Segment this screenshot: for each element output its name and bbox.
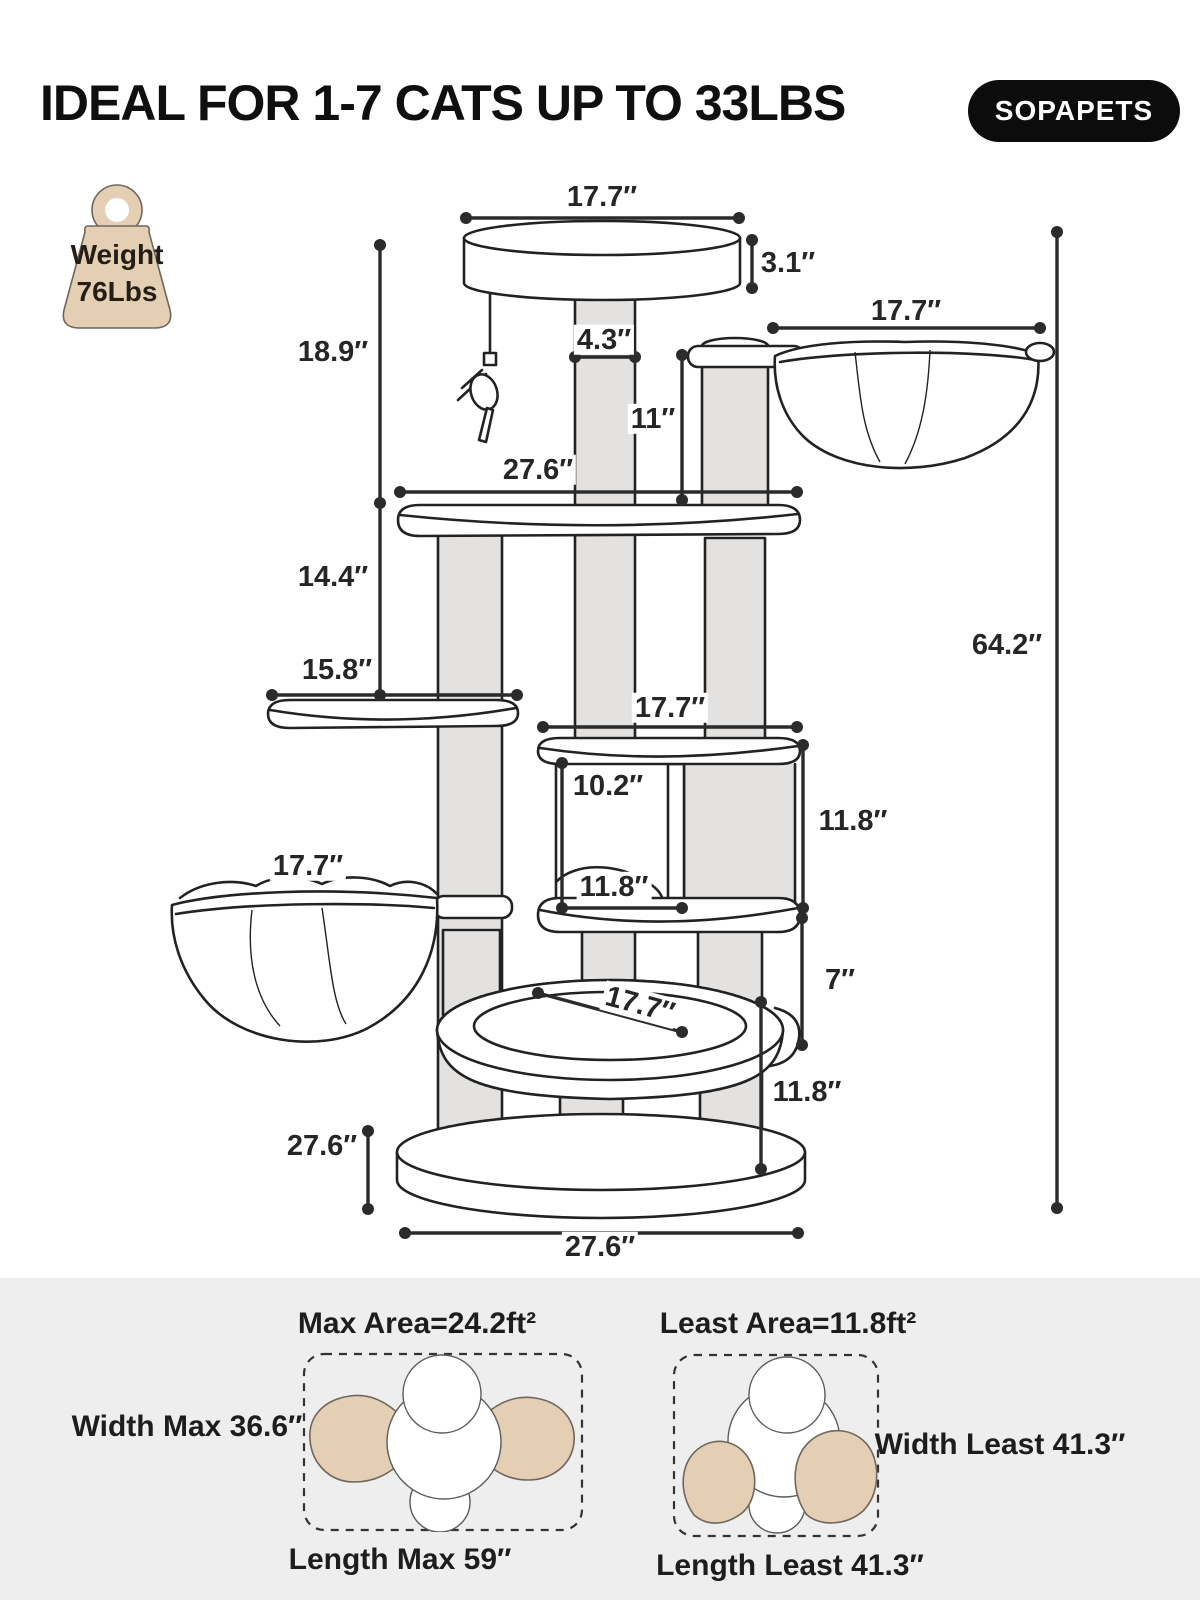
footprint-least-width: Width Least 41.3″ [874, 1428, 1126, 1461]
small-platform [266, 698, 520, 730]
footprint-max-area: Max Area=24.2ft² [297, 1307, 537, 1340]
dim-mid-height: 14.4″ [294, 561, 372, 592]
hanging-toy [456, 290, 499, 444]
dim-small-platform: 15.8″ [298, 654, 376, 685]
left-hammock [170, 876, 514, 1043]
condo [536, 736, 802, 934]
brand-name: SOPAPETS [994, 95, 1154, 126]
dim-left-hammock: 17.7″ [269, 850, 347, 881]
dim-post-width: 4.3″ [573, 324, 635, 355]
weight-icon [62, 184, 172, 329]
weight-label: Weight [70, 239, 164, 270]
dimension-lines [266, 212, 1063, 1239]
footprint-max-length: Length Max 59″ [288, 1543, 512, 1576]
brand-badge: SOPAPETS [968, 80, 1180, 142]
dim-mid-platform: 27.6″ [499, 454, 577, 485]
footprint-least-diagram [672, 1353, 880, 1538]
weight-text: Weight 76Lbs [42, 236, 192, 310]
weight-badge: Weight 76Lbs [42, 178, 192, 336]
page-title: IDEAL FOR 1-7 CATS UP TO 33LBS [40, 75, 846, 131]
dim-hammock-drop: 11″ [627, 403, 679, 434]
dim-top-width: 17.7″ [563, 181, 641, 212]
dim-top-thickness: 3.1″ [757, 247, 819, 278]
footprint-max-width: Width Max 36.6″ [71, 1410, 303, 1443]
dim-lower-height: 11.8″ [769, 1076, 845, 1107]
top-platform [462, 219, 742, 302]
dim-base-width: 27.6″ [561, 1231, 639, 1262]
dim-condo-width: 17.7″ [631, 692, 709, 723]
dim-upper-height: 18.9″ [294, 336, 372, 367]
footprint-least-length: Length Least 41.3″ [656, 1549, 924, 1582]
weight-value: 76Lbs [76, 276, 158, 307]
footprint-max-diagram [302, 1352, 584, 1532]
footprint-least-area: Least Area=11.8ft² [659, 1307, 917, 1340]
top-hammock [686, 340, 1056, 470]
footprint-band [0, 1278, 1200, 1600]
base [395, 1112, 807, 1220]
dim-top-hammock: 17.7″ [867, 295, 945, 326]
dim-total-height: 64.2″ [968, 629, 1046, 660]
dim-base-depth: 27.6″ [283, 1130, 361, 1161]
dim-condo-door: 10.2″ [569, 770, 647, 801]
dim-gap-height: 7″ [821, 964, 859, 995]
dim-condo-height: 11.8″ [815, 805, 891, 836]
dim-condo-inner: 11.8″ [576, 871, 652, 902]
middle-platform [396, 503, 802, 538]
